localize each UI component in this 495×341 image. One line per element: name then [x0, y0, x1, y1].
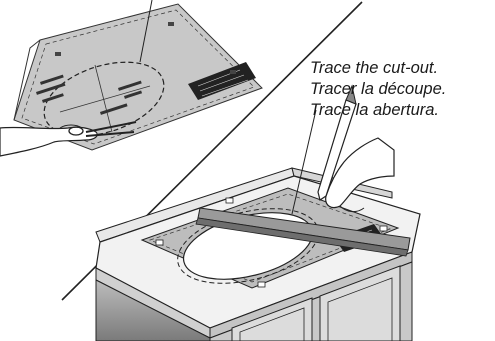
template-cutting-inset [0, 0, 262, 156]
caption-spanish: Trace la abertura. [310, 100, 492, 121]
caption-english: Trace the cut-out. [310, 58, 492, 79]
caption-french: Tracer la découpe. [310, 79, 492, 100]
instruction-caption: Trace the cut-out. Tracer la découpe. Tr… [310, 58, 492, 121]
